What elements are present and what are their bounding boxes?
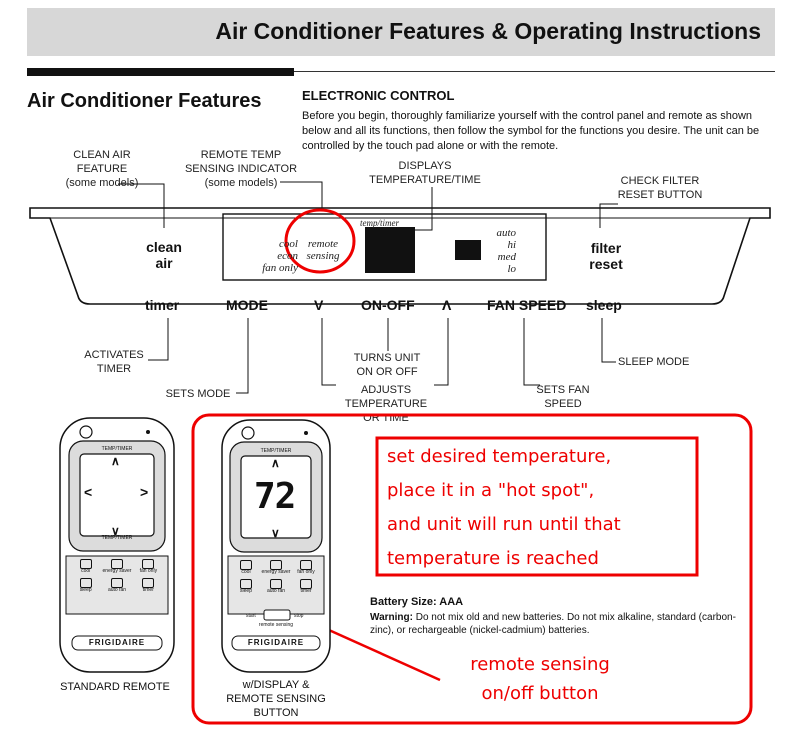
temp-timer-label-bottom: TEMP/TIMER [101, 535, 133, 541]
auto-fan-key[interactable]: auto fan [261, 579, 291, 594]
remote-sensing-label: remote sensing [258, 622, 294, 628]
features-heading: Air Conditioner Features [27, 90, 262, 112]
temperature-display: 72 [254, 476, 296, 517]
fan-only-key[interactable]: fan only [291, 560, 321, 575]
left-arrow-icon[interactable]: < [84, 484, 93, 500]
battery-warning: Warning: Do not mix old and new batterie… [370, 612, 736, 636]
sleep-key[interactable]: sleep [231, 579, 261, 594]
sets-mode-callout: SETS MODE [165, 388, 231, 400]
page-title: Air Conditioner Features & Operating Ins… [215, 18, 761, 44]
up-arrow-icon[interactable]: ∧ [271, 456, 280, 470]
timer-key[interactable]: timer [133, 578, 164, 593]
remote-keypad: cool energy saver fan only sleep auto fa… [70, 559, 164, 593]
temp-down-button[interactable]: V [314, 297, 324, 313]
energy-saver-key[interactable]: energy saver [261, 560, 291, 575]
brand-logo: FRIGIDAIRE [88, 638, 146, 647]
temp-up-button[interactable]: Λ [442, 297, 452, 313]
auto-fan-key[interactable]: auto fan [101, 578, 132, 593]
remote-sensing-button[interactable] [264, 610, 290, 620]
standard-remote: TEMP/TIMER ∧ ∨ < > TEMP/TIMER cool energ… [58, 416, 176, 674]
on-off-button[interactable]: ON-OFF [361, 297, 415, 313]
mode-button[interactable]: MODE [226, 297, 268, 313]
start-label: start [246, 613, 256, 619]
up-arrow-icon[interactable]: ∧ [111, 454, 120, 468]
section-rule [27, 68, 294, 76]
temp-timer-label: TEMP/TIMER [260, 448, 292, 454]
temp-timer-label: TEMP/TIMER [101, 446, 133, 452]
fan-speed-button[interactable]: FAN SPEED [487, 297, 567, 313]
brand-logo: FRIGIDAIRE [247, 638, 305, 647]
down-arrow-icon[interactable]: ∨ [271, 526, 280, 540]
header-bar: Air Conditioner Features & Operating Ins… [27, 8, 775, 56]
stop-label: stop [294, 613, 304, 619]
battery-size: Battery Size: AAA [370, 596, 464, 608]
temp-timer-label: temp/timer [360, 218, 399, 228]
energy-saver-key[interactable]: energy saver [101, 559, 132, 574]
sleep-button[interactable]: sleep [586, 297, 622, 313]
cool-key[interactable]: cool [70, 559, 101, 574]
timer-button[interactable]: timer [145, 297, 180, 313]
fan-only-key[interactable]: fan only [133, 559, 164, 574]
temperature-instructions: set desired temperature,place it in a "h… [387, 446, 621, 569]
electronic-control-body: Before you begin, thoroughly familiarize… [302, 110, 760, 152]
standard-remote-caption: STANDARD REMOTE [60, 681, 170, 693]
section-rule-thin [294, 71, 775, 72]
electronic-control-heading: ELECTRONIC CONTROL [302, 88, 455, 103]
right-arrow-icon[interactable]: > [140, 484, 149, 500]
sleep-mode-callout: SLEEP MODE [618, 356, 690, 368]
cool-key[interactable]: cool [231, 560, 261, 575]
remote-keypad: cool energy saver fan only sleep auto fa… [231, 560, 321, 594]
sleep-key[interactable]: sleep [70, 578, 101, 593]
timer-key[interactable]: timer [291, 579, 321, 594]
down-arrow-icon[interactable]: ∨ [111, 524, 120, 538]
display-remote: TEMP/TIMER ∧ ∨ 72 cool energy saver fan … [220, 418, 332, 674]
